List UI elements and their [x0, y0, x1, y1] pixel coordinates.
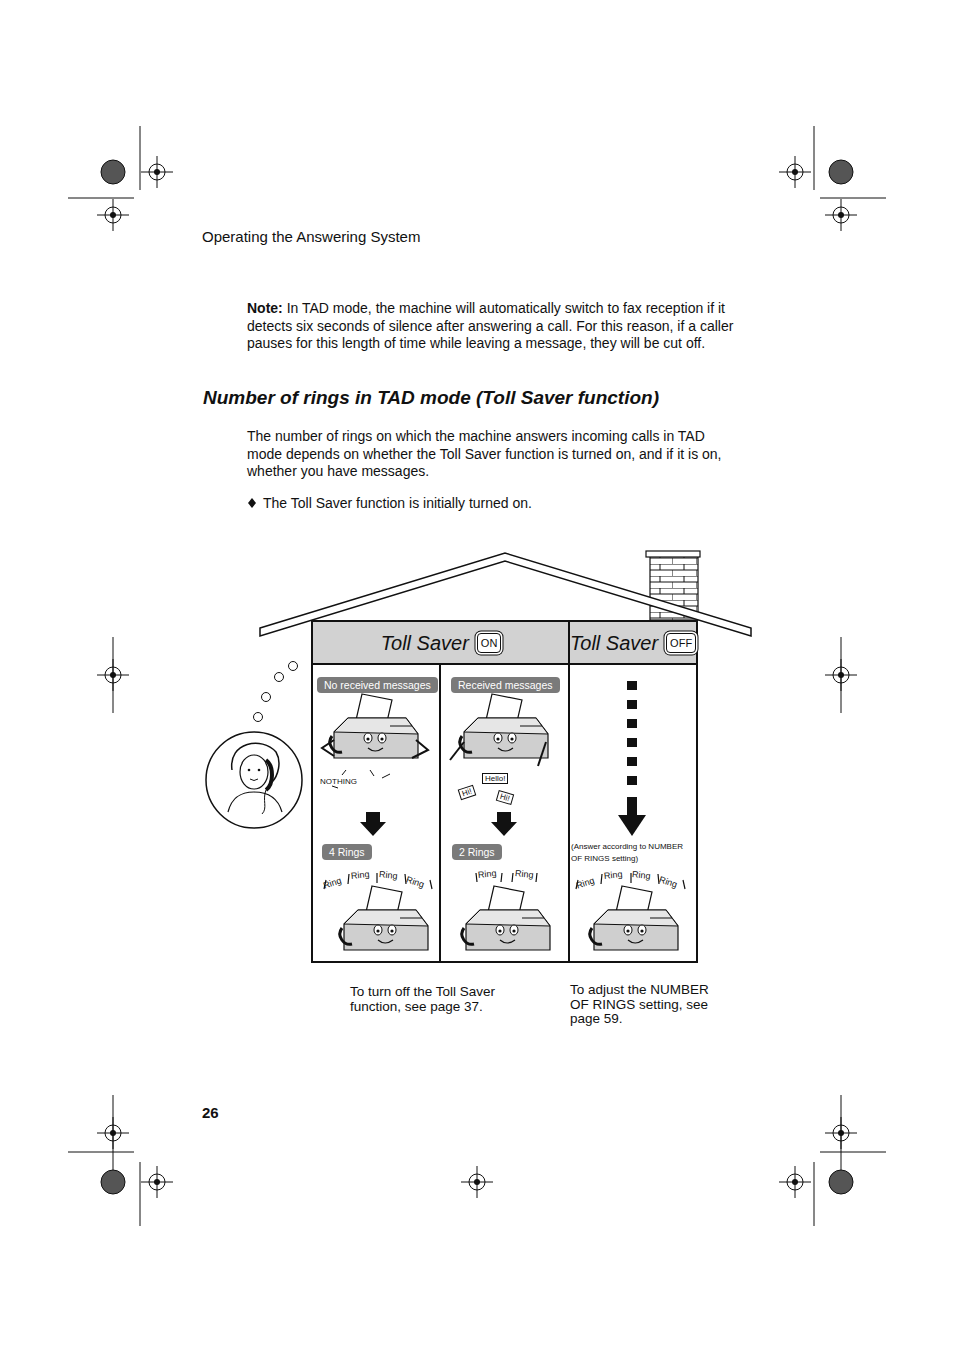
caption-note: To adjust the NUMBER OF RINGS setting, s… — [570, 983, 730, 1027]
speech-tag: Hi! — [496, 790, 514, 805]
bullet-text: The Toll Saver function is initially tur… — [263, 495, 532, 511]
on-badge: ON — [477, 633, 502, 653]
ring-word: Ring — [515, 868, 534, 880]
ring-word: Ring — [575, 875, 596, 890]
node-text: ON — [481, 637, 498, 649]
rings-pill: 2 Rings — [452, 844, 502, 860]
speech-tag: Hi! — [458, 785, 476, 800]
node-text: OFF — [670, 637, 692, 649]
status-pill: Received messages — [451, 677, 560, 693]
status-pill: No received messages — [317, 677, 438, 693]
body-paragraph: The number of rings on which the machine… — [247, 428, 742, 481]
node-text: 2 Rings — [459, 846, 495, 858]
rings-pill: 4 Rings — [322, 844, 372, 860]
ring-word: Ring — [405, 874, 426, 889]
off-badge: OFF — [666, 633, 696, 653]
node-text: Hello! — [485, 774, 505, 783]
node-text: Toll Saver — [570, 632, 658, 655]
note-paragraph: Note: In TAD mode, the machine will auto… — [247, 300, 742, 353]
header-band: Toll Saver ON — [313, 622, 569, 664]
section-title: Number of rings in TAD mode (Toll Saver … — [203, 387, 659, 409]
ring-word: Ring — [322, 875, 343, 890]
header-band: Toll Saver OFF — [570, 622, 696, 664]
node-text: Hi! — [499, 792, 511, 803]
node-text: Toll Saver — [381, 632, 469, 655]
node-text: Hi! — [461, 787, 473, 799]
node-text: No received messages — [324, 679, 431, 691]
page-number: 26 — [202, 1104, 219, 1121]
running-header: Operating the Answering System — [202, 228, 420, 245]
caption-note: To turn off the Toll Saver function, see… — [350, 985, 525, 1014]
ring-word: Ring — [351, 869, 370, 881]
speech-tag: Hello! — [482, 773, 508, 784]
ring-word: Ring — [632, 869, 651, 881]
node-text: 4 Rings — [329, 846, 365, 858]
note-text: In TAD mode, the machine will automatica… — [247, 300, 733, 351]
speech-word: NOTHING — [320, 777, 357, 786]
ring-word: Ring — [658, 874, 679, 889]
setting-note: (Answer according to NUMBER OF RINGS set… — [571, 841, 695, 864]
node-text: Received messages — [458, 679, 553, 691]
ring-word: Ring — [478, 868, 497, 880]
ring-word: Ring — [379, 869, 398, 881]
note-label: Note: — [247, 300, 283, 316]
ring-word: Ring — [604, 869, 623, 881]
